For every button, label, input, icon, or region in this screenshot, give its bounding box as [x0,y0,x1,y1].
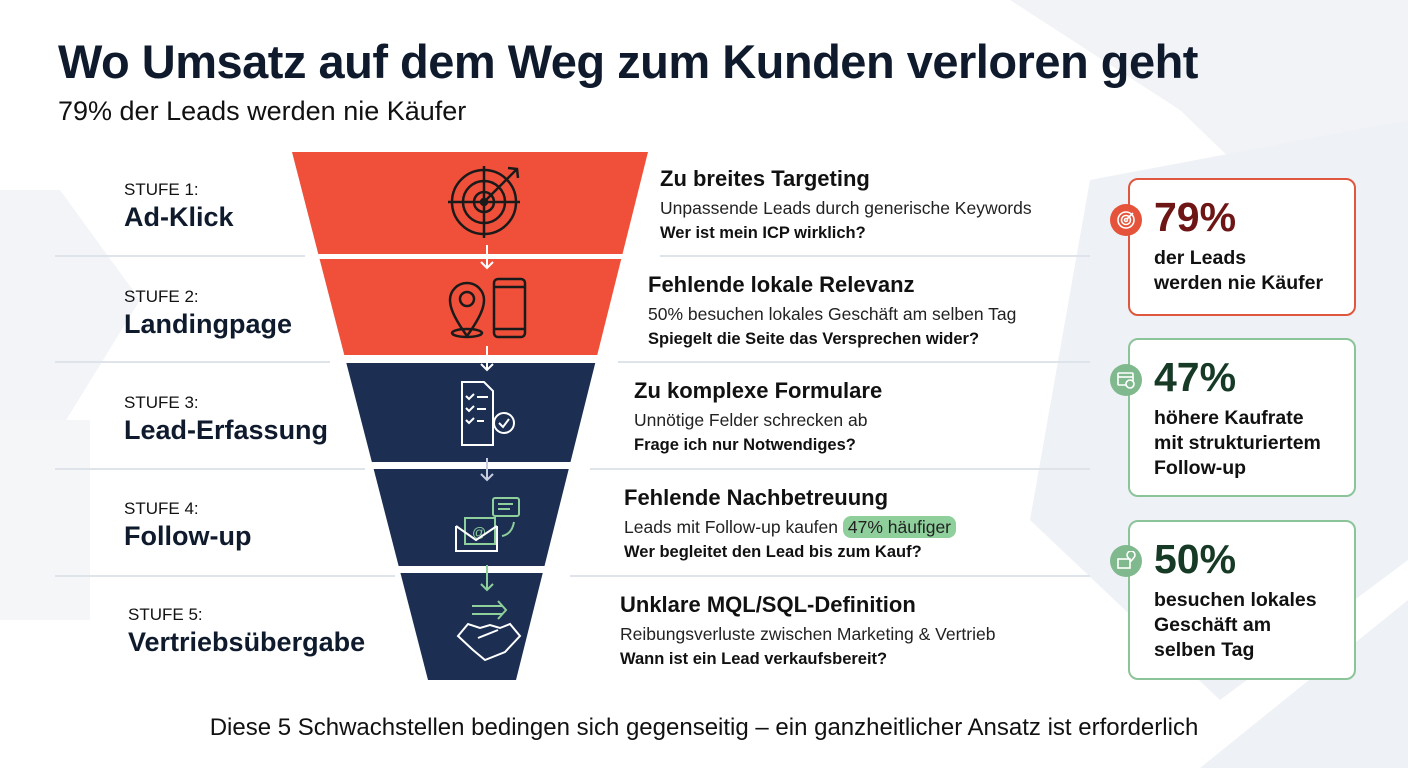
divider [55,255,305,257]
divider [660,255,1090,257]
issue-question: Spiegelt die Seite das Versprechen wider… [648,330,980,348]
stage-kicker: STUFE 4: [124,499,199,518]
issue-title: Fehlende Nachbetreuung [624,485,889,510]
stage-3-label: STUFE 3: Lead-Erfassung [124,393,328,446]
stage-4-label: STUFE 4: Follow-up [124,499,251,552]
issue-desc: 50% besuchen lokales Geschäft am selben … [648,304,1017,324]
highlight-badge: 47% häufiger [842,516,957,538]
issue-desc: Leads mit Follow-up kaufen 47% häufiger [624,516,957,538]
stage-1-label: STUFE 1: Ad-Klick [124,180,234,233]
stage-name: Vertriebsübergabe [128,627,366,657]
funnel-segment-4 [373,469,569,566]
footer-note: Diese 5 Schwachstellen bedingen sich geg… [209,714,1199,741]
divider [55,361,330,363]
stage-name: Lead-Erfassung [124,415,329,445]
page-subtitle: 79% der Leads werden nie Käufer [58,96,467,126]
funnel-segment-3 [346,363,596,462]
issue-title: Zu komplexe Formulare [634,378,883,403]
stage-2-label: STUFE 2: Landingpage [124,287,292,340]
stage-name: Ad-Klick [124,202,234,232]
issue-title: Zu breites Targeting [660,166,870,191]
issue-title: Unklare MQL/SQL-Definition [620,592,916,617]
stage-5-label: STUFE 5: Vertriebsübergabe [128,605,365,658]
issue-question: Wann ist ein Lead verkaufsbereit? [620,650,888,668]
stat-value: 47% [1154,354,1237,400]
divider [55,468,365,470]
issue-desc: Unpassende Leads durch generische Keywor… [660,198,1032,218]
funnel-segment-1 [292,152,648,254]
divider [618,361,1090,363]
stat-value: 79% [1154,194,1237,240]
issue-question: Wer ist mein ICP wirklich? [660,224,866,242]
issue-title: Fehlende lokale Relevanz [648,272,915,297]
funnel-segment-2 [319,259,622,355]
page-title: Wo Umsatz auf dem Weg zum Kunden verlore… [58,35,1198,88]
stage-kicker: STUFE 5: [128,605,203,624]
issue-2: Fehlende lokale Relevanz 50% besuchen lok… [648,272,1016,349]
divider [590,468,1090,470]
issue-question: Frage ich nur Notwendiges? [634,436,856,454]
issue-question: Wer begleitet den Lead bis zum Kauf? [624,543,922,561]
stage-name: Follow-up [124,521,252,551]
divider [570,575,1090,577]
issue-desc-text: Leads mit Follow-up kaufen [624,517,838,537]
stage-kicker: STUFE 2: [124,287,199,306]
stat-value: 50% [1154,536,1237,582]
stage-kicker: STUFE 1: [124,180,199,199]
stage-name: Landingpage [124,309,292,339]
stage-kicker: STUFE 3: [124,393,199,412]
target-icon [1110,204,1142,236]
divider [55,575,395,577]
issue-desc: Reibungsverluste zwischen Marketing & Ve… [620,624,996,644]
map-pin-store-icon [1110,545,1142,577]
calendar-check-icon [1110,364,1142,396]
funnel-segment-5 [400,573,543,680]
issue-desc: Unnötige Felder schrecken ab [634,410,868,430]
